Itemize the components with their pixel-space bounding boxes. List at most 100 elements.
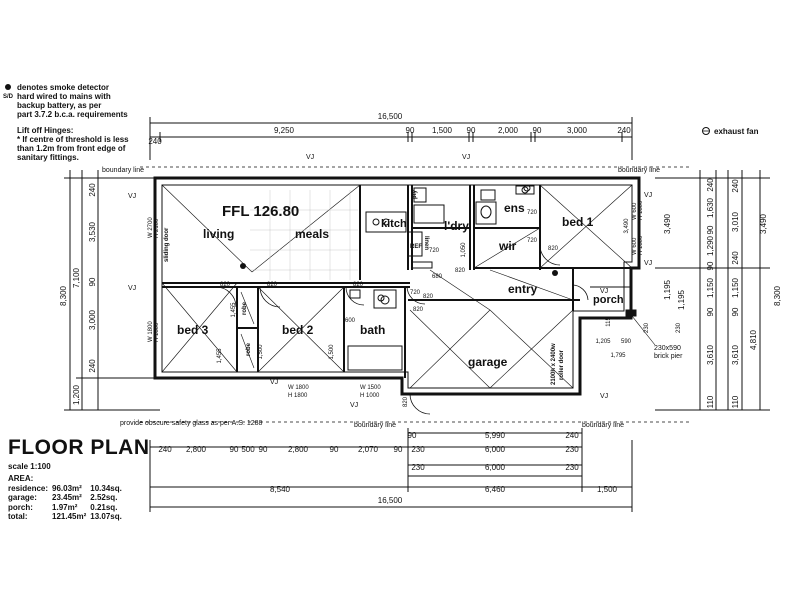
vj-label: VJ xyxy=(128,285,136,292)
lift-off-hinges-note: Lift off Hinges: * If centre of threshol… xyxy=(17,126,129,162)
scale-label: scale 1:100 xyxy=(8,462,51,471)
area-sq: 13.07sq. xyxy=(90,512,122,521)
dim-interior: 1,455 xyxy=(217,348,223,364)
dim-bottom: 240 xyxy=(158,445,172,454)
dim-interior: 720 xyxy=(429,248,440,254)
room-wir: wir xyxy=(498,239,517,253)
dim-left: 3,000 xyxy=(88,309,97,330)
boundary-line-label: boundary line xyxy=(102,167,144,174)
dim-bottom: 90 xyxy=(408,431,417,440)
dim-interior: 1,500 xyxy=(329,344,335,360)
brick-pier-note: 230x590 xyxy=(654,345,681,352)
dim-right: 1,290 xyxy=(706,235,715,256)
dim-right: 90 xyxy=(706,261,715,270)
dim-top: 3,000 xyxy=(567,126,588,135)
area-m2: 23.45m² xyxy=(52,493,82,502)
exhaust-fan-icon xyxy=(523,184,531,192)
dim-right: 1,150 xyxy=(706,277,715,298)
area-heading: AREA: xyxy=(8,474,34,483)
dim-interior: 820 xyxy=(220,282,231,288)
dim-right: 240 xyxy=(731,179,740,193)
window-tag: H 2100 xyxy=(154,218,160,238)
dim-left-total: 8,300 xyxy=(59,285,68,306)
area-sq: 10.34sq. xyxy=(90,483,122,493)
ffl-label: FFL 126.80 xyxy=(222,203,299,220)
dim-bottom: 230 xyxy=(565,445,579,454)
area-label: residence: xyxy=(8,483,49,493)
dim-bottom: 230 xyxy=(565,463,579,472)
dim-interior: 820 xyxy=(353,282,364,288)
room-entry: entry xyxy=(508,282,538,296)
dim-right: 1,630 xyxy=(706,197,715,218)
room-garage: garage xyxy=(468,355,508,369)
window-tag: W 2700 xyxy=(148,217,154,238)
vj-label: VJ xyxy=(600,288,608,295)
room-living: living xyxy=(203,227,234,241)
dim-top-total: 16,500 xyxy=(378,112,403,121)
window-tag: W 1800 xyxy=(288,385,309,391)
room-bed-2: bed 2 xyxy=(282,323,314,337)
robe-label-bed3: robe xyxy=(242,301,248,315)
dim-bottom: 5,990 xyxy=(485,431,506,440)
dim-bottom: 8,540 xyxy=(270,485,291,494)
window-tag: H 1000 xyxy=(360,393,380,399)
dim-top: 9,250 xyxy=(274,126,295,135)
dim-right: 3,490 xyxy=(663,213,672,234)
dim-interior: 720 xyxy=(410,290,421,296)
dim-interior: 230 xyxy=(676,322,682,333)
boundary-line-label: boundary line xyxy=(354,422,396,429)
vj-label: VJ xyxy=(306,154,314,161)
area-label: total: xyxy=(8,512,28,521)
room-linen: linen xyxy=(423,236,429,250)
dim-right: 3,490 xyxy=(759,213,768,234)
vj-label: VJ xyxy=(600,393,608,400)
note-line: backup battery, as per xyxy=(17,101,102,110)
dim-bottom: 90 xyxy=(259,445,268,454)
window-tag: W 1800 xyxy=(148,321,154,342)
area-row: residence: 96.03m² 10.34sq. xyxy=(8,484,126,494)
roller-door-label-2: roller door xyxy=(559,349,565,380)
room-bath: bath xyxy=(360,323,385,337)
room-bed-3: bed 3 xyxy=(177,323,209,337)
dim-right: 3,610 xyxy=(706,344,715,365)
dim-bottom: 90 xyxy=(394,445,403,454)
note-line: than 1.2m from front edge of xyxy=(17,144,126,153)
dim-bottom: 230 xyxy=(411,463,425,472)
dim-right: 110 xyxy=(731,395,740,408)
dim-bottom: 1,500 xyxy=(597,485,618,494)
dim-top: 90 xyxy=(533,126,542,135)
dim-right: 1,195 xyxy=(663,279,672,300)
dim-top: 240 xyxy=(148,137,162,146)
area-m2: 121.45m² xyxy=(52,512,87,521)
dim-bottom: 6,460 xyxy=(485,485,506,494)
dim-bottom: 2,800 xyxy=(288,445,309,454)
exhaust-fan-icon xyxy=(702,127,710,135)
note-line: part 3.7.2 b.c.a. requirements xyxy=(17,110,128,119)
dim-interior: 820 xyxy=(413,307,424,313)
dim-top: 240 xyxy=(617,126,631,135)
dim-left: 240 xyxy=(88,359,97,373)
dim-top: 1,500 xyxy=(432,126,453,135)
vj-label: VJ xyxy=(350,402,358,409)
window-tag: W 600 xyxy=(632,237,638,255)
area-label: garage: xyxy=(8,493,37,502)
dim-interior: 820 xyxy=(403,396,409,407)
exhaust-fan-note: exhaust fan xyxy=(714,127,759,136)
dim-bottom: 500 xyxy=(241,445,255,454)
area-row: garage: 23.45m² 2.52sq. xyxy=(8,493,126,503)
room-pantry: pty xyxy=(412,189,418,199)
room-ensuite: ens xyxy=(504,201,525,215)
dim-left: 7,100 xyxy=(72,267,81,288)
dim-right: 90 xyxy=(731,307,740,316)
area-row: total: 121.45m² 13.07sq. xyxy=(8,512,126,522)
dim-right: 90 xyxy=(706,307,715,316)
dim-interior: 3,490 xyxy=(624,218,630,234)
dim-bottom: 6,000 xyxy=(485,463,506,472)
dim-interior: 720 xyxy=(527,238,538,244)
dim-right: 240 xyxy=(706,178,715,192)
room-meals: meals xyxy=(295,227,329,241)
dim-bottom: 2,800 xyxy=(186,445,207,454)
dim-interior: 1,795 xyxy=(610,353,626,359)
area-label: porch: xyxy=(8,502,33,512)
